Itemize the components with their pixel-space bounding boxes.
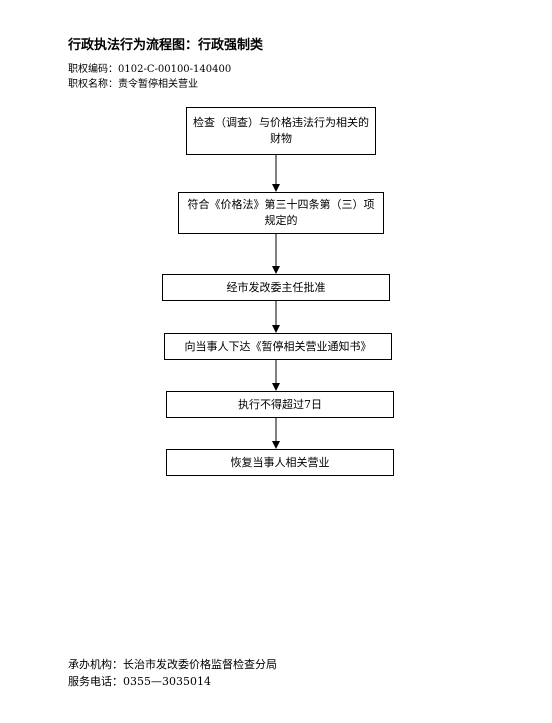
authority-name-label: 职权名称： [68,79,118,90]
flow-step-notice: 向当事人下达《暂停相关营业通知书》 [164,333,392,360]
phone-label: 服务电话： [68,675,123,688]
authority-code: 职权编码：0102-C-00100-140400 [68,60,231,75]
flow-step-execution: 执行不得超过7日 [166,391,394,418]
flow-step-resume: 恢复当事人相关营业 [166,449,394,476]
authority-code-label: 职权编码： [68,64,118,75]
authority-name: 职权名称：责令暂停相关营业 [68,75,198,90]
flow-step-inspect: 检查（调查）与价格违法行为相关的财物 [186,107,376,155]
flow-step-legal-basis: 符合《价格法》第三十四条第（三）项规定的 [178,192,384,234]
phone-value: 0355—3035014 [123,675,211,688]
page-title: 行政执法行为流程图：行政强制类 [68,38,264,53]
agency-label: 承办机构： [68,658,123,671]
agency-value: 长治市发改委价格监督检查分局 [123,658,277,671]
flow-step-approval: 经市发改委主任批准 [162,274,390,301]
phone-info: 服务电话：0355—3035014 [68,673,211,689]
agency-info: 承办机构：长治市发改委价格监督检查分局 [68,656,277,672]
authority-code-value: 0102-C-00100-140400 [118,64,232,75]
authority-name-value: 责令暂停相关营业 [118,79,198,90]
